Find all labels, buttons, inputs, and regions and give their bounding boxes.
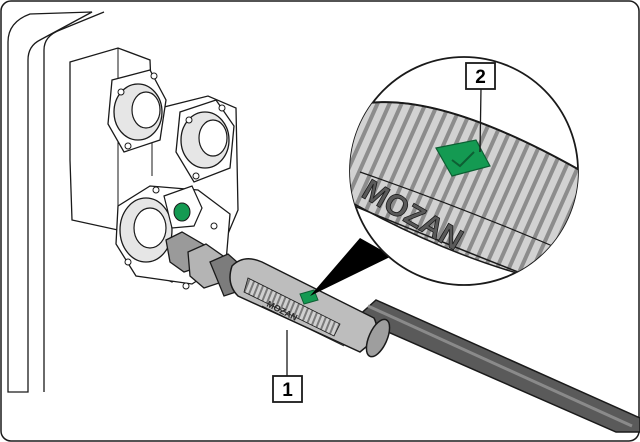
callout-1-label: 1 xyxy=(282,380,293,401)
hose xyxy=(354,299,640,433)
handle-collar xyxy=(365,318,391,358)
callout-2-label: 2 xyxy=(475,67,486,88)
upper-right-socket xyxy=(175,99,235,183)
callout-1: 1 xyxy=(272,330,303,403)
callout-2: 2 xyxy=(465,62,496,153)
upper-left-socket xyxy=(107,69,167,153)
check-icon xyxy=(451,151,475,168)
coupling-handle: MOZAN xyxy=(229,258,391,358)
zoom-green-indicator xyxy=(435,139,491,177)
socket-green-dot xyxy=(173,202,191,222)
socket-plate xyxy=(69,47,239,290)
machine-housing xyxy=(7,11,105,393)
zoom-cone xyxy=(310,238,392,296)
